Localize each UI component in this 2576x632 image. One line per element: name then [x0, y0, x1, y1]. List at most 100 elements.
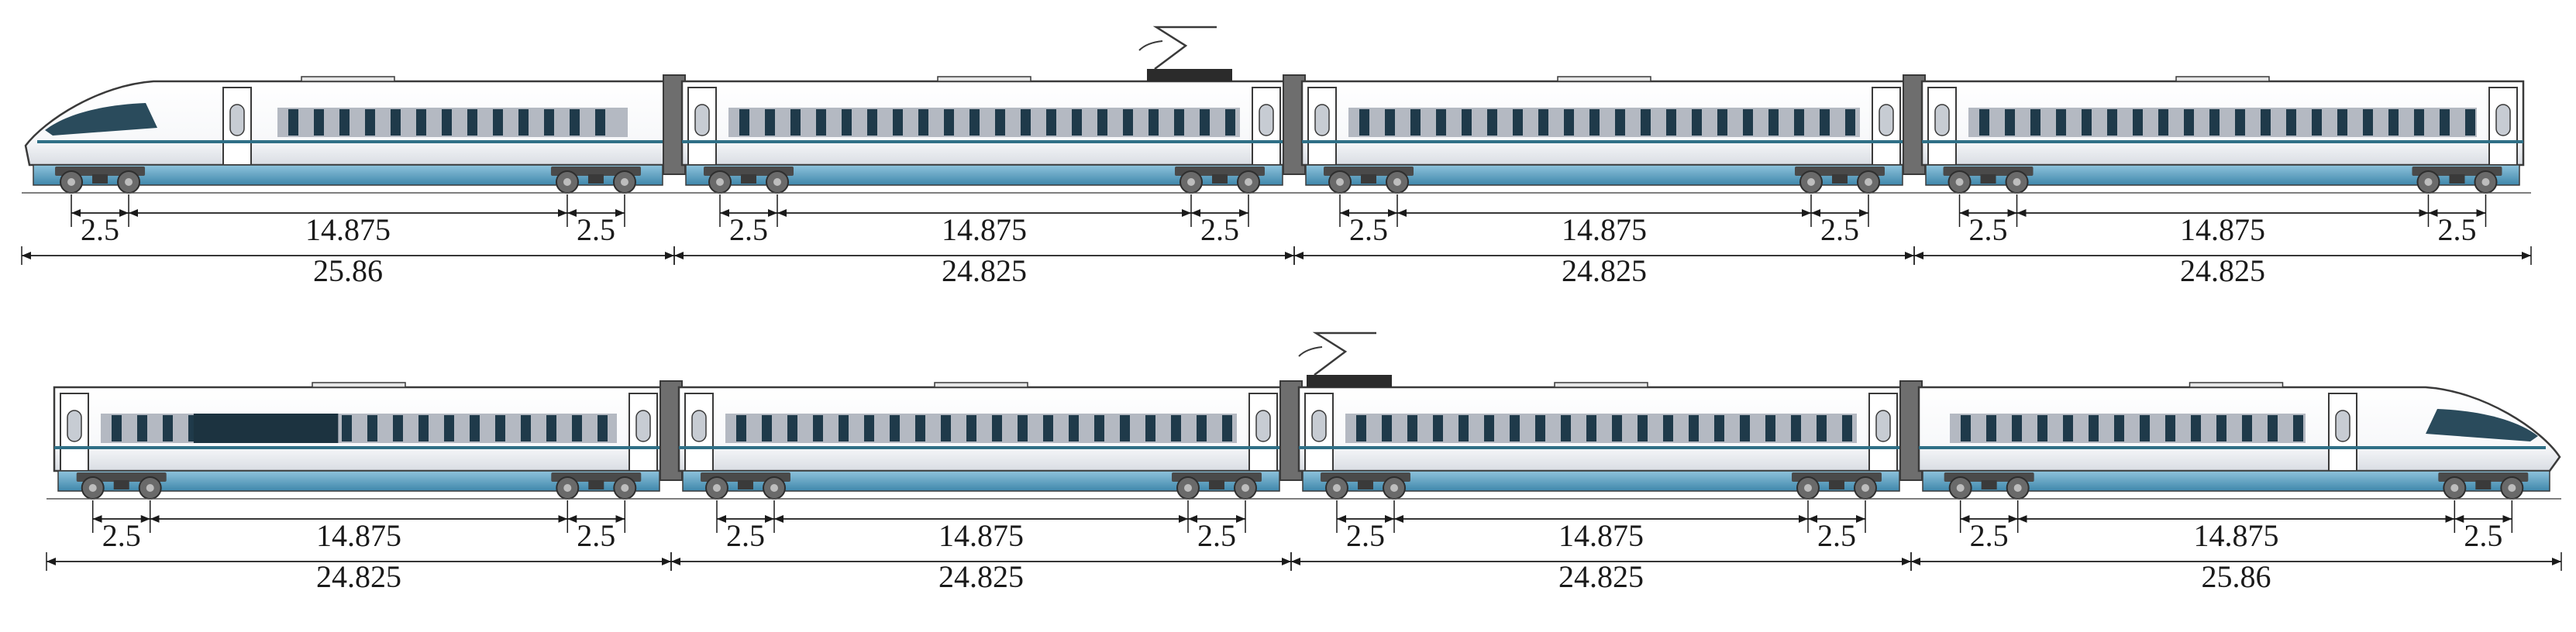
wheelbase-right-label: 2.5 — [577, 518, 615, 553]
window — [2184, 109, 2194, 136]
window — [2293, 415, 2303, 441]
wheelbase-left-label: 2.5 — [1349, 212, 1388, 247]
bogie-left — [1321, 472, 1410, 500]
wheelbase-right-label: 2.5 — [577, 212, 615, 247]
bogie-right — [551, 472, 642, 500]
window — [1046, 109, 1056, 136]
wheel-hub — [1184, 484, 1192, 492]
window — [790, 109, 801, 136]
window — [1641, 109, 1651, 136]
door-window — [635, 410, 651, 442]
window — [418, 415, 429, 441]
pantograph-horn — [1138, 40, 1163, 51]
roof-hatch — [934, 382, 1028, 388]
car-length-label: 25.86 — [2202, 559, 2271, 594]
wheelbase-left-label: 2.5 — [729, 212, 768, 247]
bogie-spacing-label: 14.875 — [305, 212, 391, 247]
window-band — [101, 414, 617, 443]
window — [2388, 109, 2399, 136]
car-length-label: 24.825 — [2180, 253, 2265, 288]
window — [1961, 415, 1971, 441]
wheelbase-left-label: 2.5 — [726, 518, 765, 553]
pantograph-arm — [1152, 26, 1217, 70]
window — [867, 109, 877, 136]
door-window — [229, 104, 245, 136]
wheelbase-right-label: 2.5 — [1197, 518, 1236, 553]
wheel-hub — [2013, 178, 2021, 186]
window — [1765, 415, 1775, 441]
wheel-hub — [1393, 178, 1401, 186]
window — [1612, 415, 1622, 441]
cab-windshield — [45, 103, 157, 136]
window-band — [725, 414, 1237, 443]
window — [1820, 109, 1830, 136]
bogie-spacing-label: 14.875 — [2180, 212, 2265, 247]
bogie-spacing-label: 14.875 — [2194, 518, 2279, 553]
window-band — [277, 108, 628, 137]
window — [365, 109, 375, 136]
wheel-hub — [1242, 484, 1249, 492]
window — [839, 415, 849, 441]
wheel-hub — [1865, 178, 1872, 186]
window — [1222, 415, 1232, 441]
window — [2209, 109, 2220, 136]
wheel-hub — [2424, 178, 2433, 186]
wheelbase-left-label: 2.5 — [1346, 518, 1385, 553]
window — [1689, 415, 1699, 441]
window — [342, 415, 352, 441]
car-length-label: 25.86 — [313, 253, 383, 288]
window — [893, 109, 903, 136]
window — [1743, 109, 1753, 136]
window — [1535, 415, 1545, 441]
roof-hatch — [1557, 76, 1651, 82]
bogie-spacing-label: 14.875 — [1558, 518, 1644, 553]
window — [813, 415, 823, 441]
wheelbase-right-label: 2.5 — [2437, 212, 2476, 247]
window — [595, 109, 605, 136]
roof-hatch — [1554, 382, 1648, 388]
window — [2082, 109, 2092, 136]
window — [2063, 415, 2073, 441]
bogie-center — [1981, 480, 1997, 489]
bogie-left — [704, 167, 794, 194]
window — [2242, 415, 2252, 441]
wheelbase-right-label: 2.5 — [1817, 518, 1856, 553]
wheel-hub — [716, 178, 724, 186]
wheel-hub — [1861, 484, 1869, 492]
window — [1410, 109, 1421, 136]
car-length-label: 24.825 — [316, 559, 401, 594]
bogie-spacing-label: 14.875 — [1562, 212, 1647, 247]
window — [1817, 415, 1827, 441]
window — [1986, 415, 1996, 441]
window — [1740, 415, 1750, 441]
pantograph-base — [1307, 375, 1392, 387]
window — [816, 109, 826, 136]
door-window — [2495, 104, 2511, 136]
window — [493, 109, 503, 136]
window — [944, 109, 954, 136]
window — [495, 415, 505, 441]
wheel-hub — [1336, 178, 1344, 186]
window — [1018, 415, 1028, 441]
bogie-right — [550, 167, 641, 194]
car-length-label: 24.825 — [942, 253, 1027, 288]
window-band — [1345, 414, 1857, 443]
window — [2030, 109, 2040, 136]
window — [1120, 415, 1130, 441]
window — [2089, 415, 2099, 441]
window — [1791, 415, 1801, 441]
window — [918, 109, 928, 136]
pantograph-arm — [1312, 331, 1376, 376]
